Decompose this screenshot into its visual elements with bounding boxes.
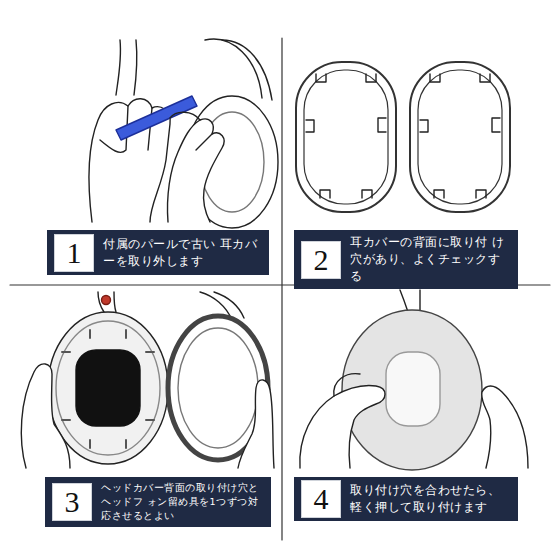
caption-bar: ヘッドカバー背面の取り付け穴とヘッドフ ォン留め具を1つずつ対応させるとよい 3 (45, 477, 271, 527)
step-number-box: 3 (52, 483, 92, 521)
headband (134, 40, 137, 95)
step-number: 4 (314, 484, 329, 514)
cushion-frame (296, 62, 396, 212)
headband (205, 39, 262, 98)
hand-detail (170, 112, 212, 150)
red-dot (102, 296, 111, 305)
mounting-hole (420, 74, 500, 198)
right-hand (482, 386, 528, 468)
step-number: 2 (314, 245, 329, 275)
step-number: 1 (67, 238, 82, 268)
headband (222, 40, 272, 100)
step-number-box: 2 (301, 241, 341, 279)
ear-cup (48, 312, 168, 464)
headband (116, 40, 121, 95)
caption-text: 耳カバーの背面に取り付 け穴があり、よくチェックする (350, 234, 510, 284)
cushion-frame (178, 328, 258, 448)
caption-text: 付属のパールで古い 耳カバーを取り外します (103, 236, 261, 269)
headband (98, 292, 116, 312)
cushion-frame (304, 70, 388, 204)
pry-tool (116, 96, 197, 140)
driver (76, 350, 140, 426)
cushion-opening (386, 352, 440, 426)
headband (400, 290, 420, 312)
caption-bar: 付属のパールで古い 耳カバーを取り外します 1 (47, 230, 269, 275)
caption-bar: 取り付け穴を合わせたら、 軽く押して取り付けます 4 (294, 477, 518, 521)
cushion-frame (410, 62, 510, 212)
hand-detail (334, 374, 360, 396)
ear-cup (56, 321, 160, 455)
caption-bar: 耳カバーの背面に取り付 け穴があり、よくチェックする 2 (294, 230, 518, 289)
right-hand (167, 119, 224, 222)
caption-text: ヘッドカバー背面の取り付け穴とヘッドフ ォン留め具を1つずつ対応させるとよい (101, 481, 263, 522)
left-hand (21, 364, 70, 468)
left-hand (300, 385, 385, 468)
step-number: 3 (65, 487, 80, 517)
right-hand (238, 380, 274, 468)
step-number-box: 1 (54, 234, 94, 272)
divider-line (281, 38, 282, 540)
clip (62, 330, 154, 448)
mounting-hole (306, 74, 386, 198)
cushion-frame (418, 70, 502, 204)
step-number-box: 4 (301, 480, 341, 518)
caption-text: 取り付け穴を合わせたら、 軽く押して取り付けます (350, 482, 510, 515)
